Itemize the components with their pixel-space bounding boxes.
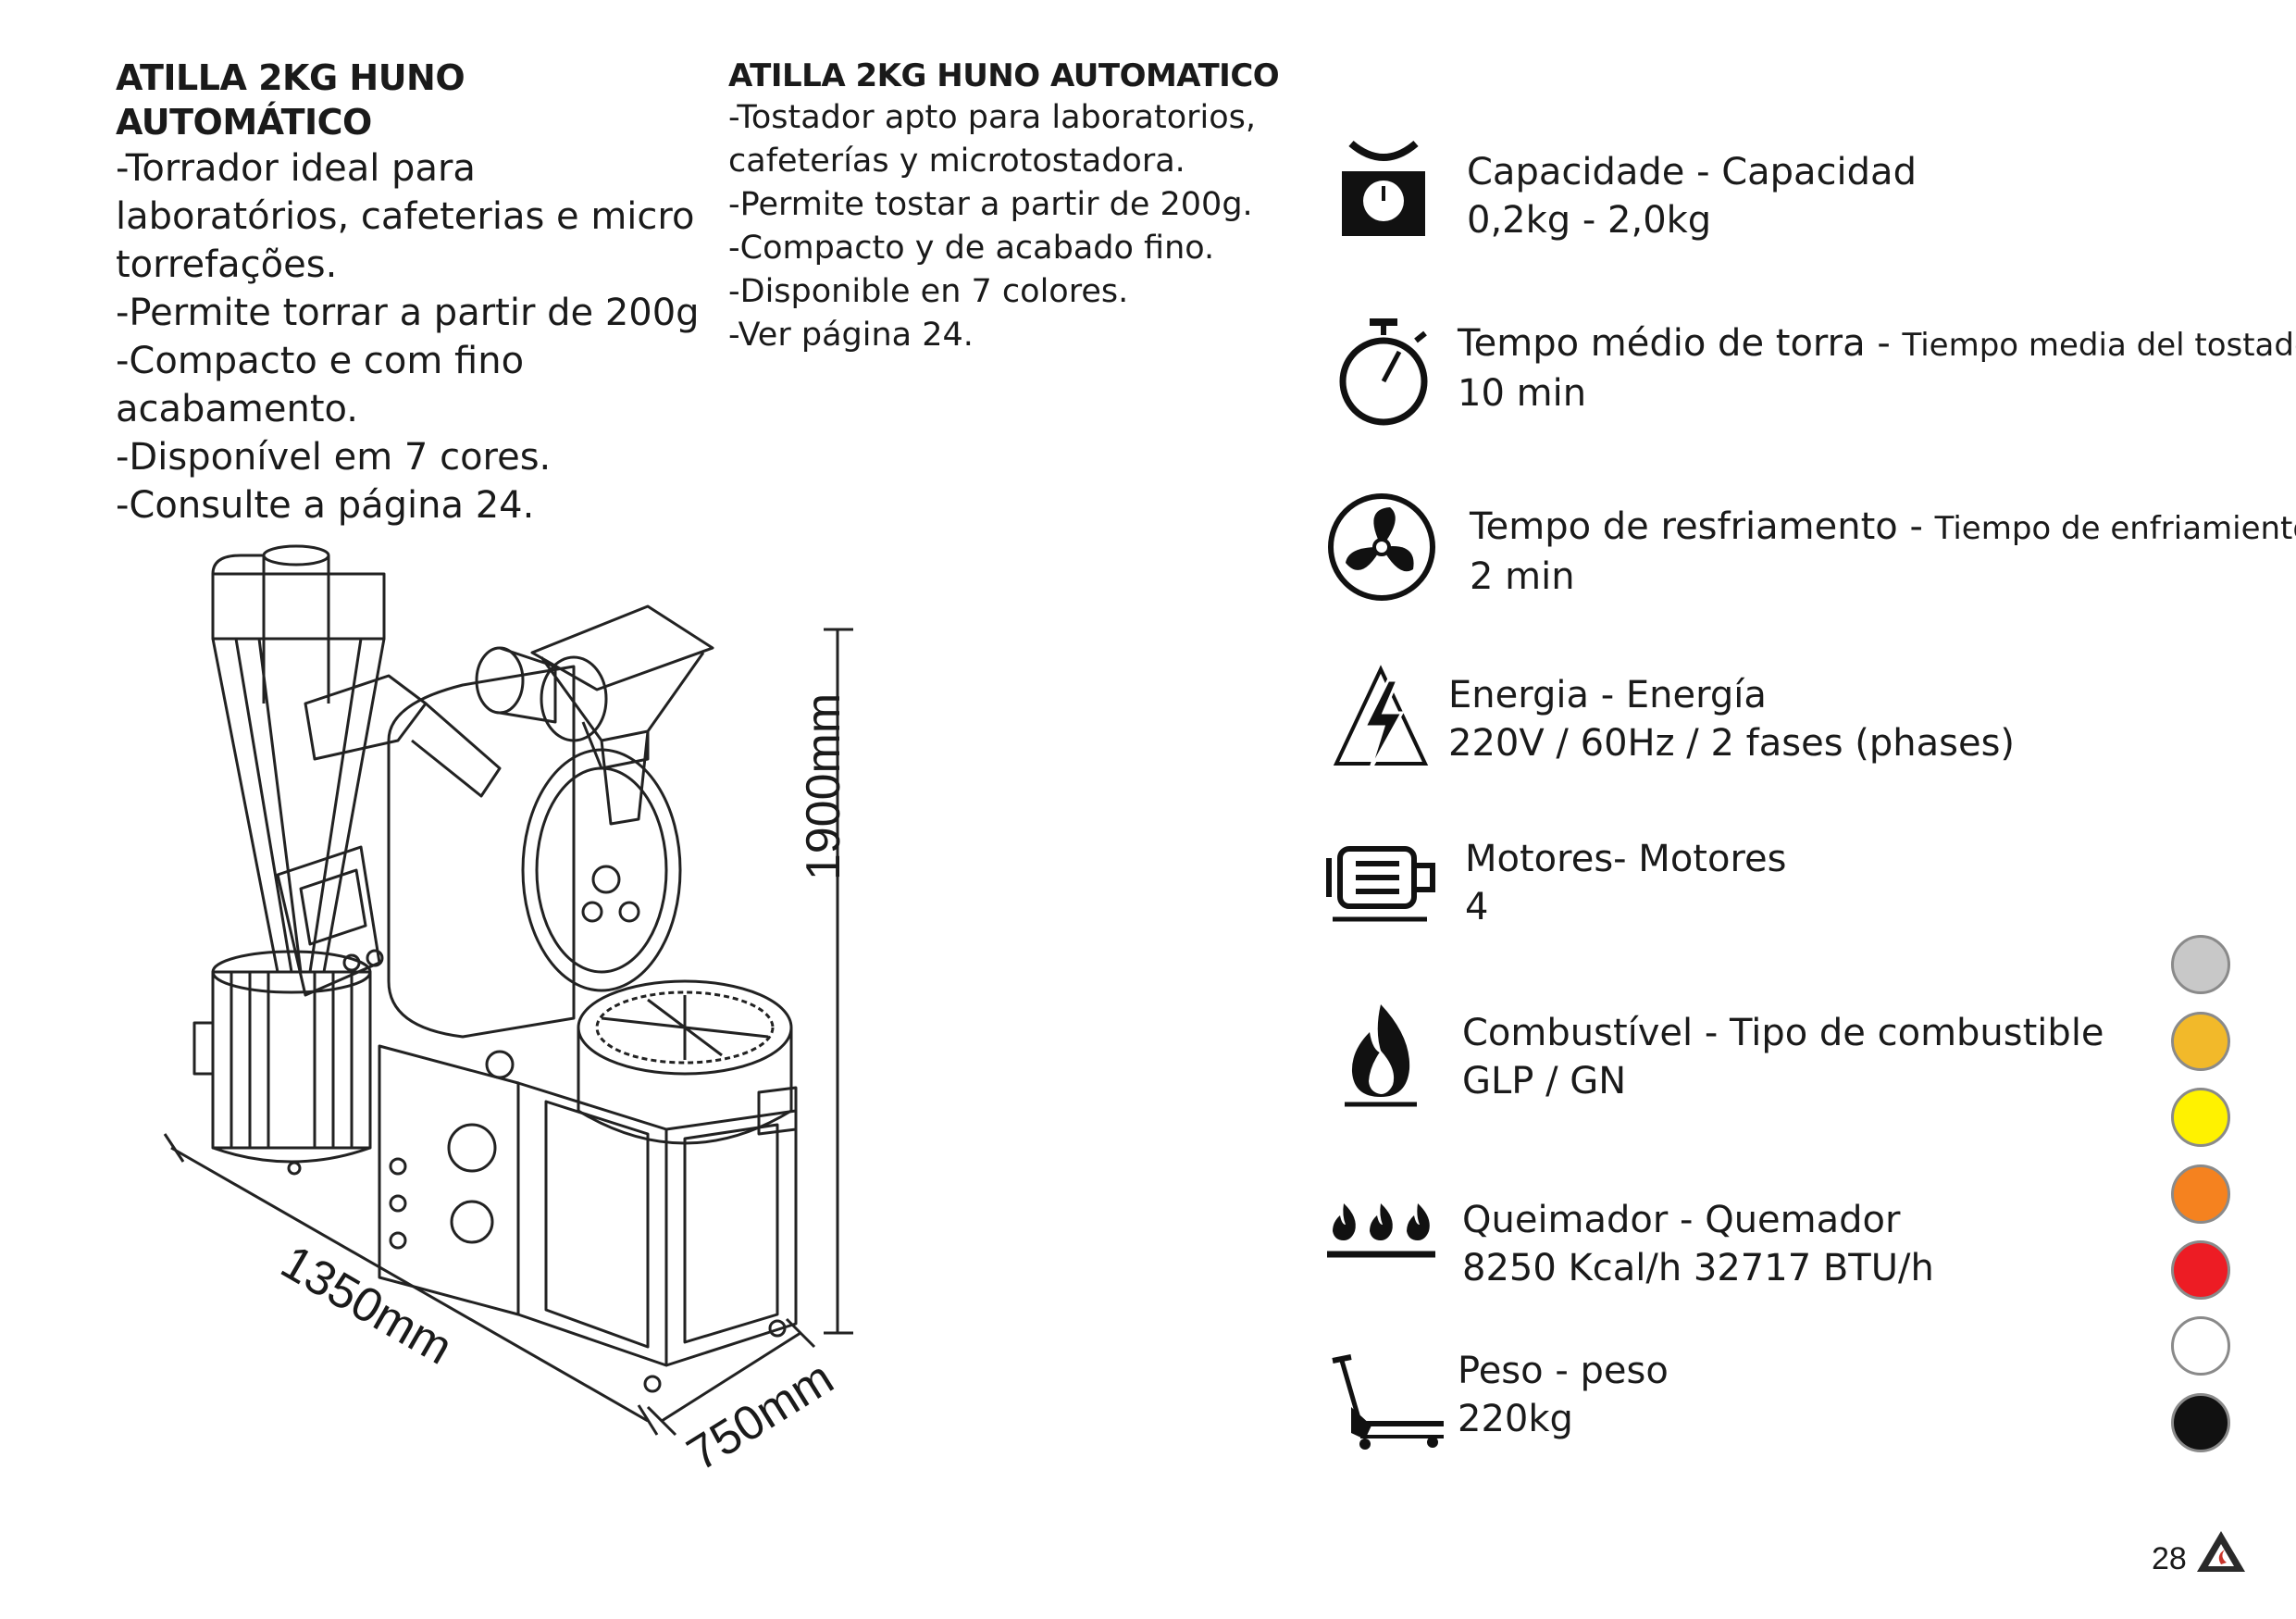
flame-icon (1345, 1004, 1417, 1107)
spec-label: Tempo médio de torra - Tiempo media del … (1458, 319, 2296, 369)
spec-fuel: Combustível - Tipo de combustible GLP / … (1462, 1009, 2104, 1105)
lightning-icon (1333, 665, 1429, 772)
color-swatch-gray (2171, 935, 2230, 994)
roaster-machine-illustration (163, 544, 853, 1437)
spec-label: Motores- Motores (1465, 835, 1786, 883)
spanish-line: -Ver página 24. (728, 317, 974, 354)
spanish-title: ATILLA 2KG HUNO AUTOMATICO (728, 57, 1280, 94)
color-swatch-amber (2171, 1012, 2230, 1071)
spec-label-text: Peso - peso (1458, 1350, 1669, 1392)
page-number: 28 (2152, 1541, 2187, 1576)
color-swatch-white (2171, 1316, 2230, 1376)
spec-label-text: Combustível - Tipo de combustible (1462, 1012, 2104, 1054)
spanish-block: ATILLA 2KG HUNO AUTOMATICO -Tostador apt… (728, 56, 1302, 357)
portuguese-line: -Disponível em 7 cores. (116, 436, 552, 479)
spec-value: 220V / 60Hz / 2 fases (phases) (1448, 722, 2016, 765)
spanish-line: -Tostador apto para laboratorios, (728, 99, 1257, 136)
portuguese-line: -Compacto e com fino (116, 340, 525, 382)
spec-label: Energia - Energía (1448, 671, 2015, 719)
color-swatch-red (2171, 1240, 2230, 1300)
color-swatch-black (2171, 1393, 2230, 1452)
brand-logo-icon (2197, 1531, 2245, 1572)
spec-roast-time: Tempo médio de torra - Tiempo media del … (1458, 319, 2296, 417)
spec-energy: Energia - Energía 220V / 60Hz / 2 fases … (1448, 671, 2015, 767)
color-swatch-orange (2171, 1164, 2230, 1224)
motor-icon (1326, 846, 1435, 922)
spec-capacity: Capacidade - Capacidad 0,2kg - 2,0kg (1467, 148, 1917, 244)
spanish-line: -Permite tostar a partir de 200g. (728, 186, 1253, 223)
spec-label-text: Motores- Motores (1465, 838, 1787, 880)
color-swatch-yellow (2171, 1088, 2230, 1147)
spec-value: 10 min (1458, 372, 1587, 415)
pallet-jack-icon (1332, 1354, 1444, 1450)
portuguese-line: torrefações. (116, 243, 338, 286)
spec-label-small: Tiempo media del tostado (1902, 327, 2296, 364)
spec-label: Peso - peso (1458, 1347, 1669, 1395)
spec-label-small: Tiempo de enfriamiento (1934, 510, 2296, 547)
spec-value: 8250 Kcal/h 32717 BTU/h (1462, 1247, 1934, 1289)
spec-burner: Queimador - Quemador 8250 Kcal/h 32717 B… (1462, 1196, 1934, 1292)
spec-label: Queimador - Quemador (1462, 1196, 1934, 1244)
spec-value: 0,2kg - 2,0kg (1467, 199, 1712, 242)
spec-label: Capacidade - Capacidad (1467, 148, 1917, 196)
spec-label-text: Tempo de resfriamento - (1470, 505, 1935, 548)
portuguese-line: -Torrador ideal para (116, 147, 476, 190)
spec-label: Tempo de resfriamento - Tiempo de enfria… (1470, 503, 2296, 553)
spec-value: 2 min (1470, 555, 1575, 598)
scale-icon (1342, 140, 1425, 236)
portuguese-line: -Permite torrar a partir de 200g (116, 292, 700, 334)
spanish-line: -Disponible en 7 colores. (728, 273, 1129, 310)
fan-icon (1328, 493, 1435, 601)
portuguese-title: ATILLA 2KG HUNO AUTOMÁTICO (116, 57, 465, 143)
spec-value: 220kg (1458, 1398, 1573, 1440)
spec-value: GLP / GN (1462, 1060, 1627, 1102)
spec-label: Combustível - Tipo de combustible (1462, 1009, 2104, 1057)
spanish-line: cafeterías y microtostadora. (728, 143, 1185, 180)
height-dimension-label: 1900mm (797, 692, 850, 881)
burner-icon (1327, 1203, 1435, 1258)
spec-motors: Motores- Motores 4 (1465, 835, 1786, 931)
spec-cooling-time: Tempo de resfriamento - Tiempo de enfria… (1470, 503, 2296, 601)
spec-weight: Peso - peso 220kg (1458, 1347, 1669, 1443)
spec-value: 4 (1465, 886, 1489, 928)
spec-label-text: Energia - Energía (1448, 674, 1767, 716)
stopwatch-icon (1339, 318, 1428, 426)
spanish-line: -Compacto y de acabado fino. (728, 230, 1215, 267)
portuguese-block: ATILLA 2KG HUNO AUTOMÁTICO -Torrador ide… (116, 56, 708, 529)
spec-label-text: Capacidade - Capacidad (1467, 151, 1917, 193)
portuguese-line: laboratórios, cafeterias e micro (116, 195, 695, 238)
portuguese-line: acabamento. (116, 388, 359, 430)
portuguese-line: -Consulte a página 24. (116, 484, 535, 527)
spec-label-text: Queimador - Quemador (1462, 1199, 1901, 1241)
spec-label-text: Tempo médio de torra - (1458, 322, 1903, 365)
